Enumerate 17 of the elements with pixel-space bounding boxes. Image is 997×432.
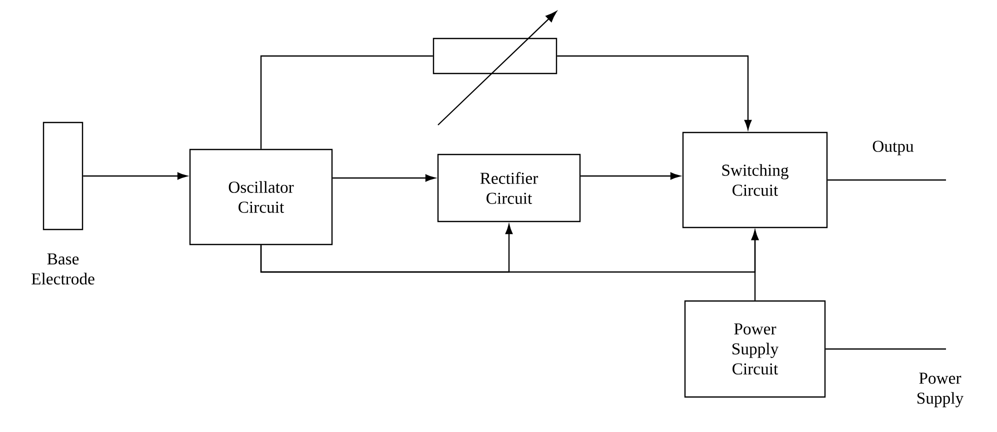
arrow — [751, 230, 759, 300]
terminal-label: Outpu — [872, 140, 914, 156]
circuit-box: Power Supply Circuit — [684, 300, 826, 398]
arrow — [332, 174, 436, 182]
variable-resistor — [432, 11, 558, 126]
connector-line — [828, 179, 946, 181]
circuit-box: Oscillator Circuit — [189, 148, 333, 246]
electrode-label: Base Electrode — [32, 253, 94, 285]
arrow — [557, 55, 752, 130]
circuit-box: Rectifier Circuit — [437, 154, 581, 222]
terminal-label: Power Supply — [917, 372, 964, 408]
circuit-box: Switching Circuit — [682, 132, 828, 228]
arrow — [580, 172, 680, 180]
arrow — [83, 172, 188, 180]
electrode-box — [42, 122, 84, 230]
connector-line — [260, 55, 433, 149]
connector-line — [826, 348, 946, 350]
